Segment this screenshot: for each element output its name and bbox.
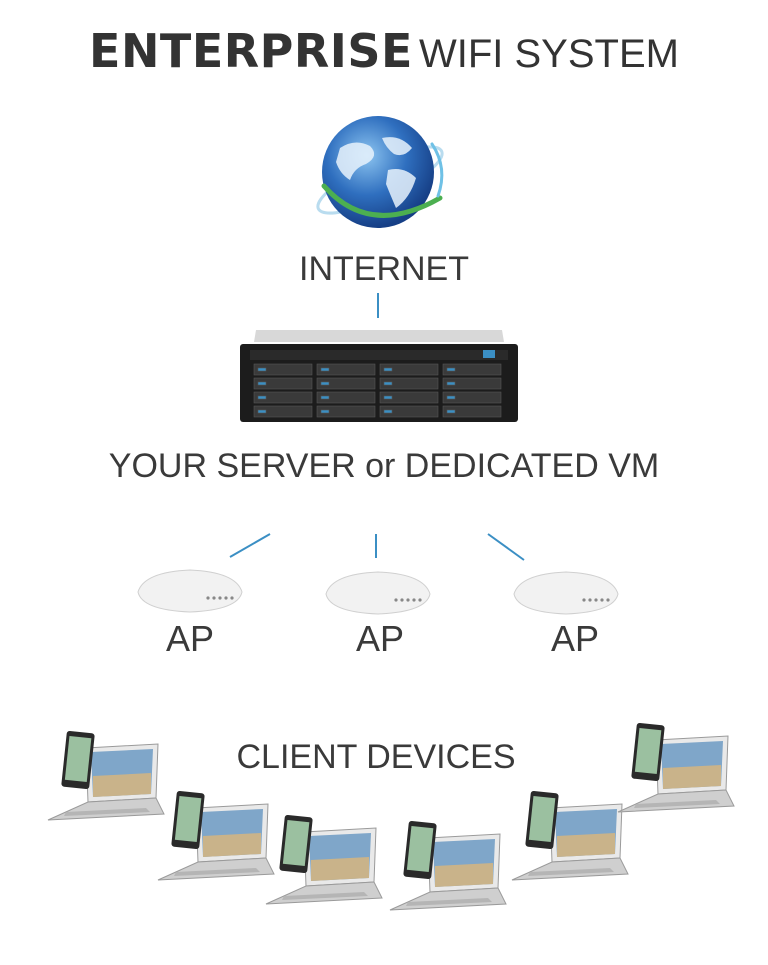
access-point-icon-right (513, 571, 619, 615)
drive-bay (316, 363, 376, 376)
globe-icon (316, 116, 444, 228)
title-bold: ENTERPRISE (89, 24, 413, 78)
drive-bay (379, 405, 439, 418)
drive-bay (253, 391, 313, 404)
access-point-icon-center (325, 571, 431, 615)
drive-bay (379, 363, 439, 376)
connector-server-ap-left (229, 533, 271, 558)
drive-led (320, 367, 330, 372)
drive-led (257, 367, 267, 372)
laptop-tablet-icon (265, 814, 383, 905)
drive-bay (442, 363, 502, 376)
laptop-tablet-icon (157, 790, 275, 881)
drive-bay (253, 363, 313, 376)
access-point-icon-left (137, 569, 243, 613)
title-light: WIFI SYSTEM (418, 32, 679, 76)
drive-led (446, 409, 456, 414)
drive-led (257, 381, 267, 386)
connector-server-ap-right (487, 533, 525, 561)
drive-bay (442, 391, 502, 404)
laptop-tablet-icon (389, 820, 507, 911)
server-rack-icon (240, 330, 518, 422)
drive-led (446, 395, 456, 400)
drive-led (320, 409, 330, 414)
drive-bay (316, 391, 376, 404)
drive-led (446, 381, 456, 386)
drive-led (257, 409, 267, 414)
server-label: YOUR SERVER or DEDICATED VM (108, 447, 660, 485)
drive-bay (442, 405, 502, 418)
drive-bay (379, 391, 439, 404)
drive-led (446, 367, 456, 372)
ap-label-center: AP (355, 618, 405, 659)
client-devices-label: CLIENT DEVICES (236, 738, 516, 776)
drive-bay (379, 377, 439, 390)
drive-bay (316, 377, 376, 390)
drive-led (320, 395, 330, 400)
drive-bay (442, 377, 502, 390)
ap-label-right: AP (550, 618, 600, 659)
drive-led (383, 381, 393, 386)
drive-led (383, 367, 393, 372)
drive-bay (253, 405, 313, 418)
drive-bay (316, 405, 376, 418)
drive-led (383, 395, 393, 400)
drive-led (257, 395, 267, 400)
laptop-tablet-icon (47, 730, 165, 821)
internet-label: INTERNET (299, 250, 469, 288)
laptop-tablet-icon (617, 722, 735, 813)
drive-bay (253, 377, 313, 390)
drive-led (320, 381, 330, 386)
laptop-tablet-icon (511, 790, 629, 881)
drive-led (383, 409, 393, 414)
ap-label-left: AP (165, 618, 215, 659)
